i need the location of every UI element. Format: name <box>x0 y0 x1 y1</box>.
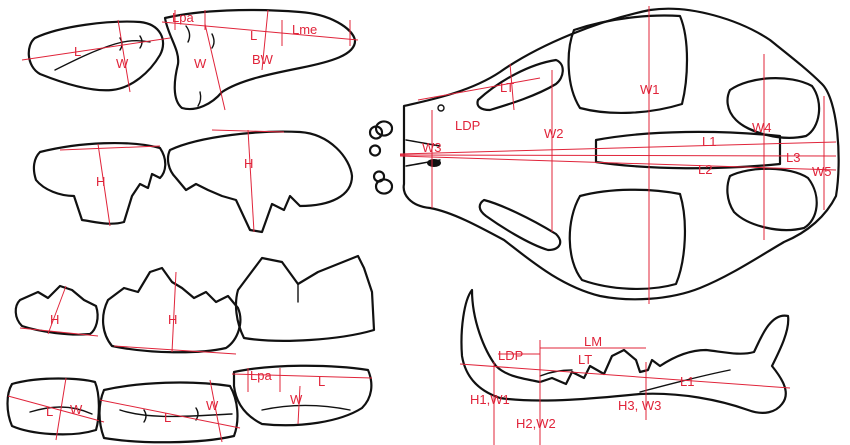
label-L2: L2 <box>698 162 712 177</box>
label-H2W2: H2,W2 <box>516 416 556 431</box>
label-W: W <box>194 56 207 71</box>
label-H3W3: H3, W3 <box>618 398 661 413</box>
tooth-top-left: L W <box>21 19 171 93</box>
label-L1: L1 <box>680 374 694 389</box>
label-LT: LT <box>578 352 592 367</box>
tooth-bottom-left: L W <box>6 377 105 441</box>
label-L: L <box>318 374 325 389</box>
tooth-bottom-right: Lpa L W <box>231 364 373 427</box>
label-W: W <box>206 398 219 413</box>
label-LDP: LDP <box>455 118 480 133</box>
label-H: H <box>50 312 59 327</box>
label-Lpa: Lpa <box>250 368 272 383</box>
label-W: W <box>116 56 129 71</box>
label-W3: W3 <box>422 140 442 155</box>
crown-row3-small: H <box>14 284 99 337</box>
label-LDP: LDP <box>498 348 523 363</box>
tooth-top-right: Lpa W L Lme BW <box>161 8 359 111</box>
label-Lpa: Lpa <box>172 10 194 25</box>
tooth-bottom-mid: L W <box>98 379 241 444</box>
label-W1: W1 <box>640 82 660 97</box>
mandible-lateral: LM LDP LT L1 H1,W1 H2,W2 H3, W3 <box>459 288 791 445</box>
label-LM: LM <box>584 334 602 349</box>
label-H: H <box>96 174 105 189</box>
label-L3: L3 <box>786 150 800 165</box>
label-L: L <box>74 44 81 59</box>
crown-row3-mid: H <box>102 266 242 355</box>
crown-mid-left: H <box>32 141 167 227</box>
label-W2: W2 <box>544 126 564 141</box>
label-H1W1: H1,W1 <box>470 392 510 407</box>
label-BW: BW <box>252 52 274 67</box>
skull-ventral: LT LDP W1 W2 W3 W4 W5 L1 L2 L3 <box>368 6 840 304</box>
label-H: H <box>168 312 177 327</box>
label-W: W <box>70 402 83 417</box>
label-W4: W4 <box>752 120 772 135</box>
crown-row3-large <box>234 254 376 342</box>
label-L: L <box>46 404 53 419</box>
label-Lme: Lme <box>292 22 317 37</box>
label-W5: W5 <box>812 164 832 179</box>
label-H: H <box>244 156 253 171</box>
label-L1: L1 <box>702 134 716 149</box>
label-W: W <box>290 392 303 407</box>
label-L: L <box>250 28 257 43</box>
crown-mid-right: H <box>166 129 354 234</box>
label-L: L <box>164 410 171 425</box>
label-LT: LT <box>500 80 514 95</box>
